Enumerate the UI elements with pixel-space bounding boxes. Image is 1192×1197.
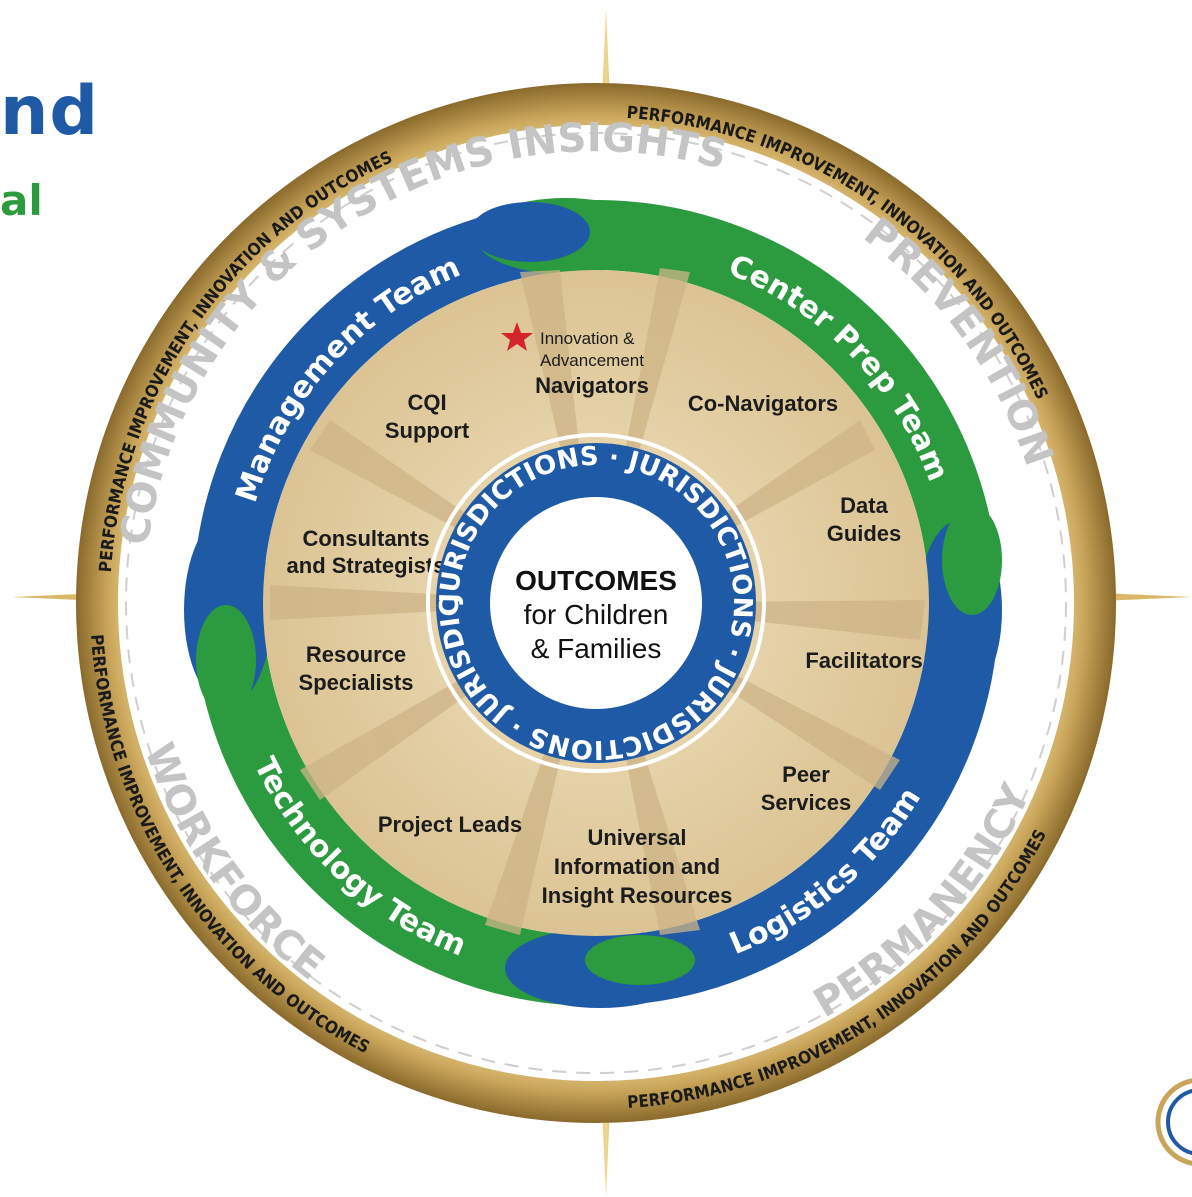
role-innovation-line3: Navigators (535, 373, 649, 398)
center-disc (490, 497, 702, 709)
role-consultants-line1: Consultants (302, 526, 429, 551)
role-co-navigators: Co-Navigators (688, 391, 838, 416)
role-resource-line2: Specialists (299, 670, 414, 695)
role-universal-line2: Information and (554, 854, 720, 879)
roles: Innovation & Advancement Navigators Co-N… (287, 322, 923, 908)
role-project-leads: Project Leads (378, 812, 522, 837)
role-cqi-line1: CQI (407, 390, 446, 415)
role-innovation-line1: Innovation & (540, 329, 635, 348)
role-universal-line1: Universal (587, 825, 686, 850)
role-universal-line3: Insight Resources (542, 883, 733, 908)
team-ring (184, 198, 1002, 1008)
page-title-fragment: nd (0, 72, 100, 151)
center-line2: for Children (524, 599, 669, 630)
role-innovation-line2: Advancement (540, 351, 644, 370)
role-data-line2: Guides (827, 521, 902, 546)
role-resource-line1: Resource (306, 642, 406, 667)
center-title: OUTCOMES (515, 565, 677, 596)
seal-logo (1155, 1078, 1192, 1166)
page-subtitle-fragment: al (0, 176, 43, 225)
center-line3: & Families (531, 633, 662, 664)
role-peer-line1: Peer (782, 762, 830, 787)
star-icon (501, 322, 533, 351)
role-data-line1: Data (840, 493, 888, 518)
role-facilitators: Facilitators (805, 648, 922, 673)
role-cqi-line2: Support (385, 418, 470, 443)
role-peer-line2: Services (761, 790, 852, 815)
role-consultants-line2: and Strategists (287, 553, 446, 578)
